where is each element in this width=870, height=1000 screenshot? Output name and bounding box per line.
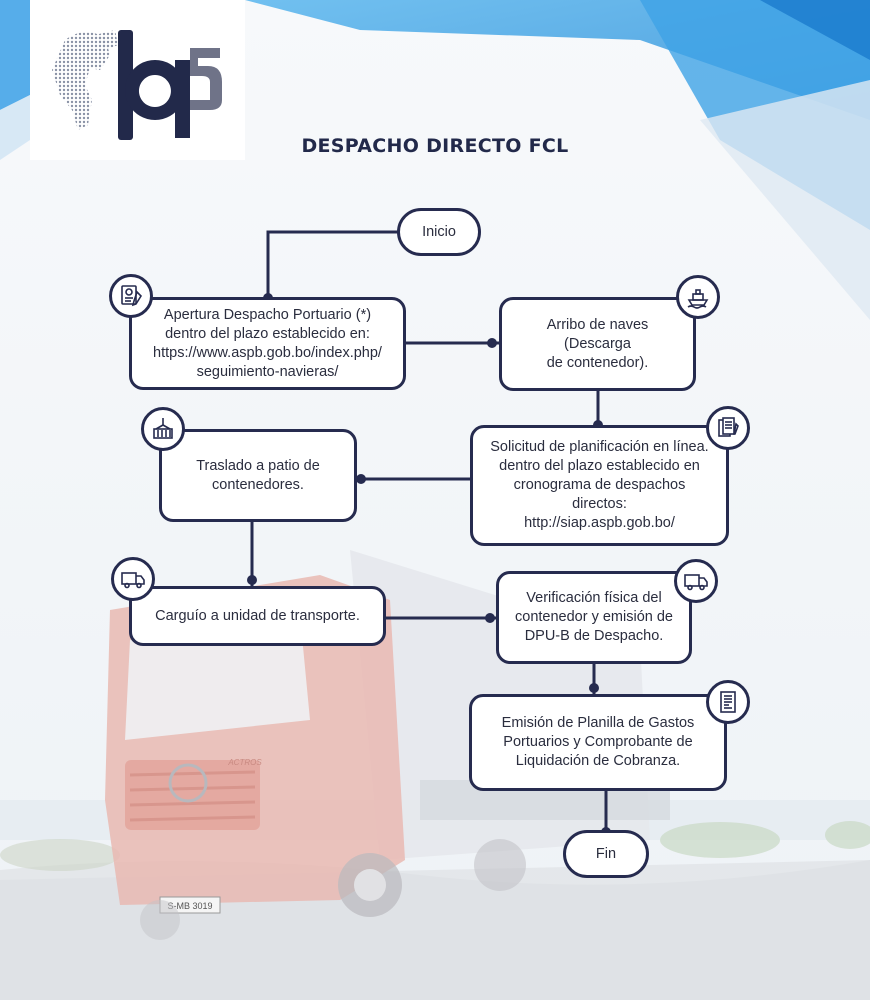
page-title: DESPACHO DIRECTO FCL <box>301 135 569 157</box>
truck-icon <box>111 557 155 601</box>
truck-plate-text: S-MB 3019 <box>167 901 212 911</box>
node-carguio-transporte: Carguío a unidad de transporte. <box>129 586 386 646</box>
node-arribo-naves: Arribo de naves (Descarga de contenedor)… <box>499 297 696 391</box>
node-solicitud-line-3: cronograma de despachos <box>513 477 686 493</box>
node-solicitud-line-5: http://siap.aspb.gob.bo/ <box>524 515 675 531</box>
node-solicitud-line-1: Solicitud de planificación en línea. <box>490 439 709 455</box>
container-crane-icon <box>141 407 185 451</box>
node-verificacion-line-3: DPU-B de Despacho. <box>524 628 664 644</box>
node-verificacion-fisica: Verificación física del contenedor y emi… <box>496 571 692 664</box>
ship-icon <box>676 275 720 319</box>
node-emision-planilla: Emisión de Planilla de Gastos Portuarios… <box>469 694 727 791</box>
node-traslado-line-1: Traslado a patio de <box>196 457 320 474</box>
node-inicio: Inicio <box>397 208 481 256</box>
node-emision-line-1: Emisión de Planilla de Gastos <box>501 715 695 731</box>
node-solicitud-line-4: directos: <box>572 496 627 512</box>
node-inicio-label: Inicio <box>422 223 456 240</box>
node-arribo-line-2: de contenedor). <box>546 354 649 371</box>
node-emision-line-3: Liquidación de Cobranza. <box>515 753 681 769</box>
truck-model-text: ACTROS <box>227 758 262 767</box>
node-solicitud-planificacion: Solicitud de planificación en línea. den… <box>470 425 729 546</box>
node-fin-label: Fin <box>595 845 617 862</box>
node-apertura-line-3: https://www.aspb.gob.bo/index.php/ <box>153 344 382 361</box>
node-verificacion-line-1: Verificación física del <box>526 590 662 606</box>
node-apertura-line-1: Apertura Despacho Portuario (*) <box>163 306 372 323</box>
node-arribo-line-1: Arribo de naves (Descarga <box>546 316 649 352</box>
certificate-icon <box>109 274 153 318</box>
node-fin: Fin <box>563 830 649 878</box>
node-solicitud-line-2: dentro del plazo establecido en <box>499 458 700 474</box>
company-logo: as <box>52 30 222 140</box>
documents-icon <box>706 406 750 450</box>
node-apertura-line-2: dentro del plazo establecido en: <box>165 325 370 342</box>
node-traslado-patio: Traslado a patio de contenedores. <box>159 429 357 522</box>
node-emision-line-2: Portuarios y Comprobante de <box>503 734 693 750</box>
node-apertura-despacho: Apertura Despacho Portuario (*) dentro d… <box>129 297 406 390</box>
node-carguio-label: Carguío a unidad de transporte. <box>155 607 360 624</box>
invoice-icon <box>706 680 750 724</box>
truck-icon <box>674 559 718 603</box>
logo-panel: as <box>30 0 245 160</box>
node-apertura-line-4: seguimiento-navieras/ <box>196 363 339 380</box>
node-verificacion-line-2: contenedor y emisión de <box>515 609 673 625</box>
node-traslado-line-2: contenedores. <box>212 476 304 493</box>
